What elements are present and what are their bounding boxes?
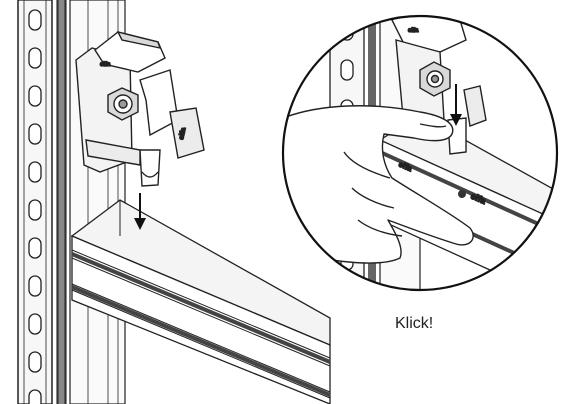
- horizontal-rail: [70, 199, 331, 404]
- detail-bracket-mark: elfa: [408, 28, 419, 34]
- wall-standard: [17, 0, 53, 404]
- shelf-bracket: elfa elfa: [75, 30, 205, 187]
- bracket-brand-mark: elfa: [178, 127, 187, 140]
- detail-zoom: elfa elfa elfa: [281, 14, 559, 292]
- hand: [283, 105, 474, 264]
- click-caption: Klick!: [395, 315, 434, 332]
- threaded-rod: [56, 0, 67, 404]
- down-arrow-icon: [134, 193, 146, 230]
- main-scene: elfa elfa: [17, 0, 331, 404]
- down-arrow-icon: [450, 84, 462, 126]
- bracket-top-mark: elfa: [100, 62, 111, 68]
- detail-bracket: elfa: [391, 16, 487, 155]
